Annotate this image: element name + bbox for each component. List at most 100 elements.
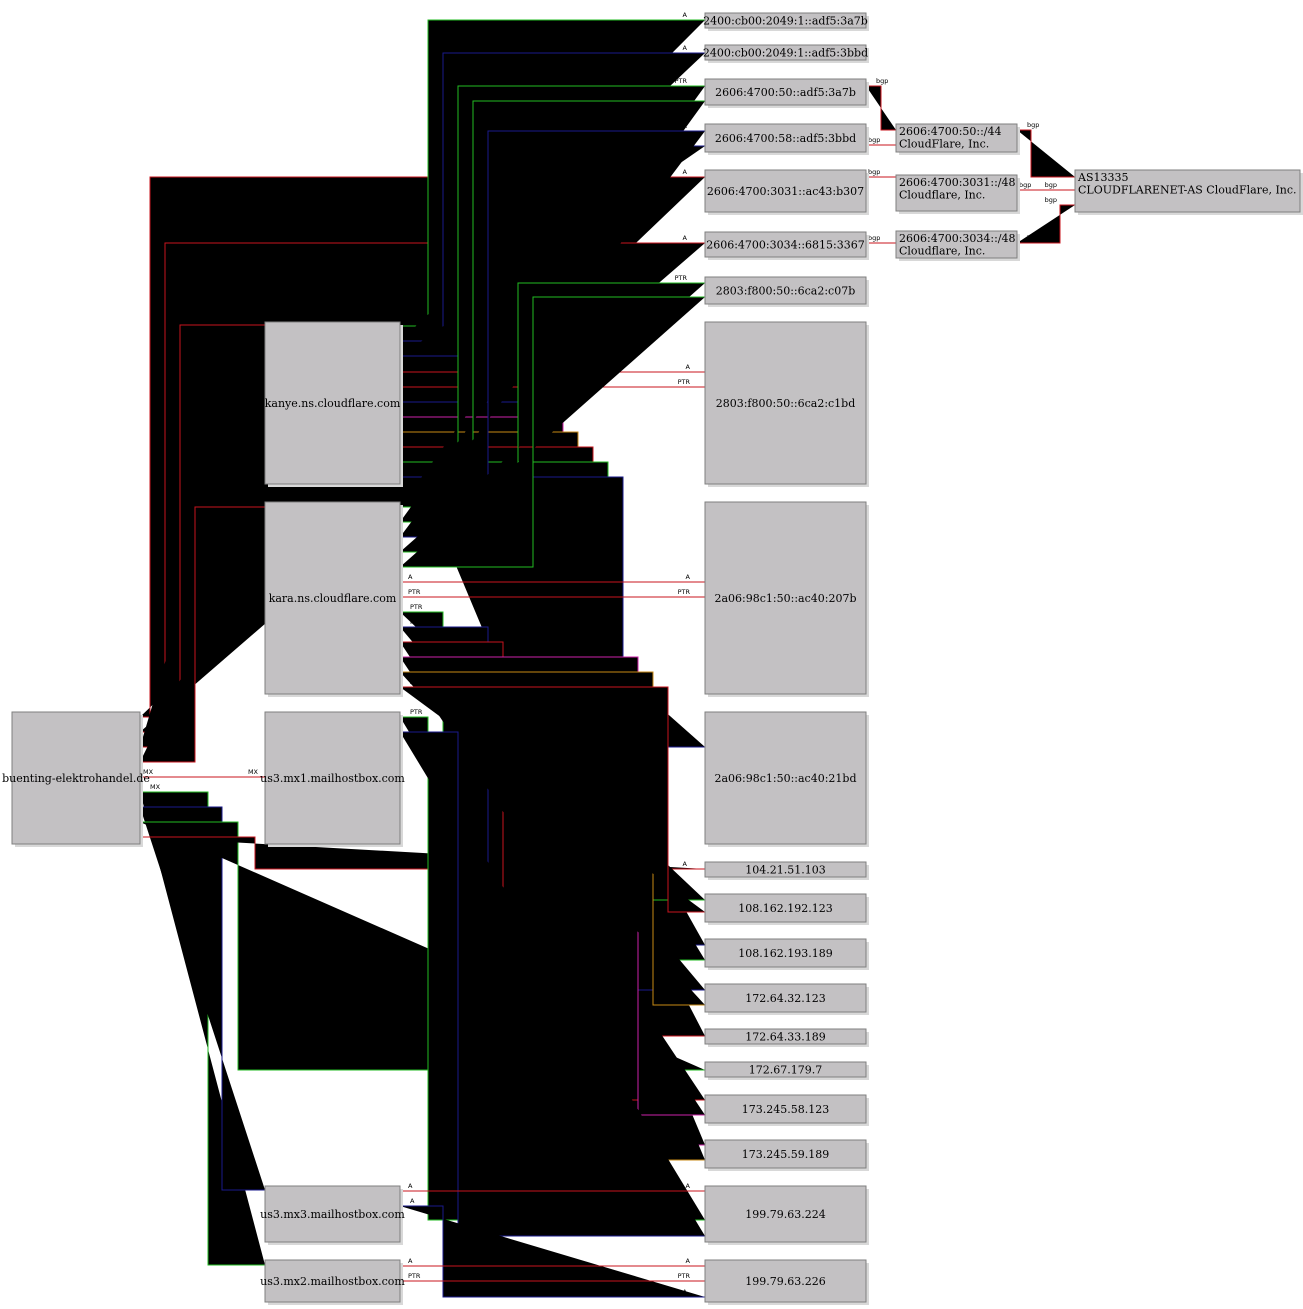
node-box xyxy=(895,174,1018,212)
edge-label: bgp xyxy=(1045,196,1057,204)
node-ip6: 2606:4700:3034::6815:3367 xyxy=(704,231,869,260)
node-box xyxy=(264,711,401,845)
edge-root-kara xyxy=(140,506,265,763)
node-box xyxy=(895,123,1018,153)
node-label: 2606:4700:3034::/48 xyxy=(899,232,1016,245)
edge-label: bgp xyxy=(1027,234,1039,242)
edge-label: A xyxy=(410,528,415,536)
edge-label: PTR xyxy=(410,408,423,416)
edge-label: PTR xyxy=(678,378,691,386)
node-label: 2606:4700:50::adf5:3a7b xyxy=(715,86,856,99)
node-ip3: 2606:4700:50::adf5:3a7b xyxy=(704,78,869,108)
node-label: 2606:4700:3031::/48 xyxy=(899,176,1016,189)
node-root: buenting-elektrohandel.de xyxy=(2,711,150,847)
node-label: CloudFlare, Inc. xyxy=(899,138,989,151)
node-ip8: 2803:f800:50::6ca2:c1bd xyxy=(704,321,869,487)
edge-label: A xyxy=(408,363,413,371)
node-ip18: 173.245.59.189 xyxy=(704,1139,869,1171)
node-ip10: 2a06:98c1:50::ac40:21bd xyxy=(704,711,869,847)
edge-label: A xyxy=(686,573,691,581)
edge-mx1-ip19b xyxy=(400,731,705,1237)
edge-label: A xyxy=(683,996,688,1004)
node-ip9: 2a06:98c1:50::ac40:207b xyxy=(704,501,869,697)
node-box xyxy=(704,1139,867,1169)
node-label: 172.64.32.123 xyxy=(745,992,825,1005)
node-ip20: 199.79.63.226 xyxy=(704,1259,869,1305)
edge-label: A xyxy=(683,44,688,52)
node-label: kanye.ns.cloudflare.com xyxy=(265,397,401,410)
edge-label: MX xyxy=(143,768,154,776)
edge-label: A xyxy=(683,288,688,296)
node-label: 173.245.59.189 xyxy=(742,1148,829,1161)
node-box xyxy=(704,501,867,695)
node-label: 2a06:98c1:50::ac40:207b xyxy=(715,592,857,605)
edge-label: PTR xyxy=(410,618,423,626)
node-ip1: 2400:cb00:2049:1::adf5:3a7b xyxy=(703,12,869,31)
node-label: us3.mx3.mailhostbox.com xyxy=(260,1208,405,1221)
node-ip5: 2606:4700:3031::ac43:b307 xyxy=(704,169,869,215)
edge-label: A xyxy=(683,1227,688,1235)
node-box xyxy=(704,1061,867,1078)
node-box xyxy=(704,321,867,485)
node-label: AS13335 xyxy=(1077,171,1128,184)
edge-label: PTR xyxy=(410,332,423,340)
edge-label: NS xyxy=(238,498,247,506)
edge-label: A xyxy=(683,1151,688,1159)
edge-label: A xyxy=(683,1027,688,1035)
edge-label: A xyxy=(683,860,688,868)
edge-label: A xyxy=(683,1061,688,1069)
edge-label: A xyxy=(410,438,415,446)
node-label: 172.64.33.189 xyxy=(745,1031,825,1044)
node-label: Cloudflare, Inc. xyxy=(899,189,985,202)
edge-label: MX xyxy=(248,768,259,776)
edge-label: bgp xyxy=(868,168,880,176)
node-box xyxy=(704,1094,867,1124)
edge-label: A xyxy=(410,317,415,325)
node-box xyxy=(704,711,867,845)
node-box xyxy=(704,12,867,29)
edge-mx3-ip20 xyxy=(400,1205,705,1298)
node-ip17: 173.245.58.123 xyxy=(704,1094,869,1126)
node-ip16: 172.67.179.7 xyxy=(704,1061,869,1080)
edge-label: PTR xyxy=(410,603,423,611)
edge-label: A xyxy=(686,363,691,371)
node-ip2: 2400:cb00:2049:1::adf5:3bbd xyxy=(703,44,869,63)
node-kanye: kanye.ns.cloudflare.com xyxy=(264,321,403,487)
edge-label: bgp xyxy=(1019,181,1031,189)
node-label: 2803:f800:50::6ca2:c1bd xyxy=(716,397,856,410)
edge-label: bgp xyxy=(1045,168,1057,176)
edge-bgp-net1 xyxy=(1017,129,1075,178)
edge-label: PTR xyxy=(410,543,423,551)
node-box xyxy=(704,861,867,878)
edge-label: A xyxy=(683,234,688,242)
edge-label: bgp xyxy=(1045,181,1057,189)
node-box xyxy=(704,78,867,106)
edge-label: A xyxy=(410,663,415,671)
edge-label: PTR xyxy=(675,274,688,282)
node-label: 2606:4700:58::adf5:3bbd xyxy=(715,132,856,145)
edge-label: A xyxy=(150,828,155,836)
node-mx2: us3.mx2.mailhostbox.com xyxy=(260,1259,405,1305)
node-label: 104.21.51.103 xyxy=(745,864,825,877)
node-label: 199.79.63.224 xyxy=(745,1208,825,1221)
edge-label: bgp xyxy=(868,136,880,144)
node-label: 2803:f800:50::6ca2:c07b xyxy=(716,285,856,298)
node-box xyxy=(264,1185,401,1243)
edge-label: A xyxy=(410,423,415,431)
node-ip11: 104.21.51.103 xyxy=(704,861,869,880)
node-box xyxy=(1074,169,1301,213)
node-label: 2a06:98c1:50::ac40:21bd xyxy=(714,772,856,785)
node-label: 199.79.63.226 xyxy=(745,1275,825,1288)
node-ip12: 108.162.192.123 xyxy=(704,893,869,925)
edge-label: A xyxy=(408,573,413,581)
node-label: 2606:4700:50::/44 xyxy=(899,125,1002,138)
edge-label: A xyxy=(150,813,155,821)
edge-label: bgp xyxy=(876,77,888,85)
node-ip15: 172.64.33.189 xyxy=(704,1028,869,1047)
node-box xyxy=(704,231,867,258)
node-ip14: 172.64.32.123 xyxy=(704,983,869,1015)
edge-kara-ip12b xyxy=(400,686,705,913)
edge-label: A xyxy=(683,168,688,176)
